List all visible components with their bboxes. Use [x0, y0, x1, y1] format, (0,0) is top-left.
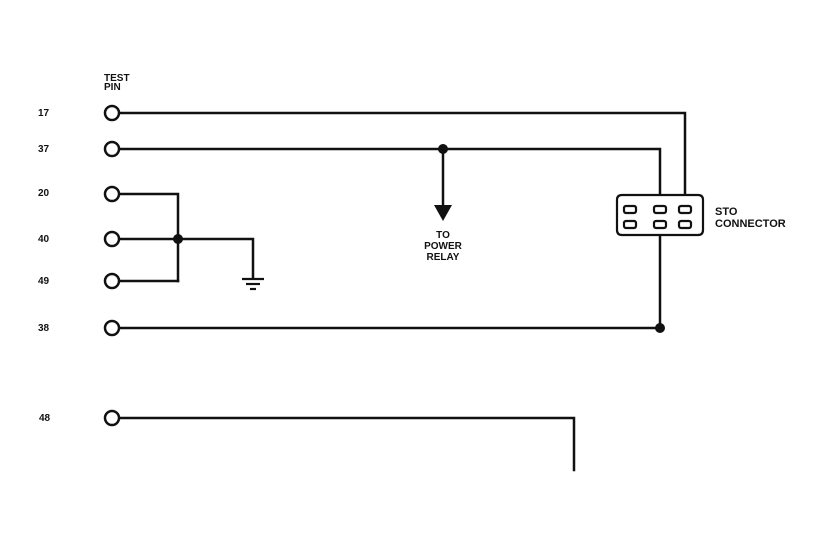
- power-relay-label-line1: TO: [436, 230, 450, 241]
- pin-label-38: 38: [38, 323, 50, 334]
- ground-icon: [242, 277, 264, 291]
- test-pin-38-terminal: [103, 319, 121, 337]
- wire-pin-40: [118, 237, 255, 280]
- wire-pin-38: [118, 232, 662, 330]
- test-pin-37-terminal: [103, 140, 121, 158]
- power-relay-label: TO POWER RELAY: [413, 230, 473, 263]
- pin-label-49: 49: [38, 276, 50, 287]
- test-pin-40-terminal: [103, 230, 121, 248]
- pin-label-20: 20: [38, 188, 50, 199]
- pin-label-37: 37: [38, 144, 50, 155]
- power-relay-label-line2: POWER: [424, 241, 462, 252]
- pin-label-40: 40: [38, 234, 50, 245]
- test-pin-header-line2: PIN: [104, 82, 121, 93]
- sto-connector-label-line2: CONNECTOR: [715, 218, 786, 230]
- junction-dot-pin-38: [655, 323, 665, 333]
- test-pin-48-terminal: [103, 409, 121, 427]
- sto-connector-label: STO CONNECTOR: [715, 206, 786, 230]
- power-relay-label-line3: RELAY: [426, 252, 460, 263]
- sto-connector-label-line1: STO: [715, 206, 738, 218]
- power-relay-arrow-icon: [434, 205, 452, 221]
- wire-pin-17: [118, 111, 687, 202]
- sto-connector-icon: [615, 193, 705, 237]
- wire-pin-48: [118, 416, 576, 472]
- junction-dot-pin-37: [438, 144, 448, 154]
- test-pin-20-terminal: [103, 185, 121, 203]
- pin-label-48: 48: [39, 413, 51, 424]
- wire-pin-20: [118, 192, 180, 283]
- test-pin-header: TEST PIN: [104, 73, 130, 93]
- pin-label-17: 17: [38, 108, 50, 119]
- test-pin-17-terminal: [103, 104, 121, 122]
- test-pin-49-terminal: [103, 272, 121, 290]
- wire-pin-37: [118, 147, 662, 202]
- test-pin-header-line1: TEST: [104, 73, 130, 84]
- junction-dot-ground: [173, 234, 183, 244]
